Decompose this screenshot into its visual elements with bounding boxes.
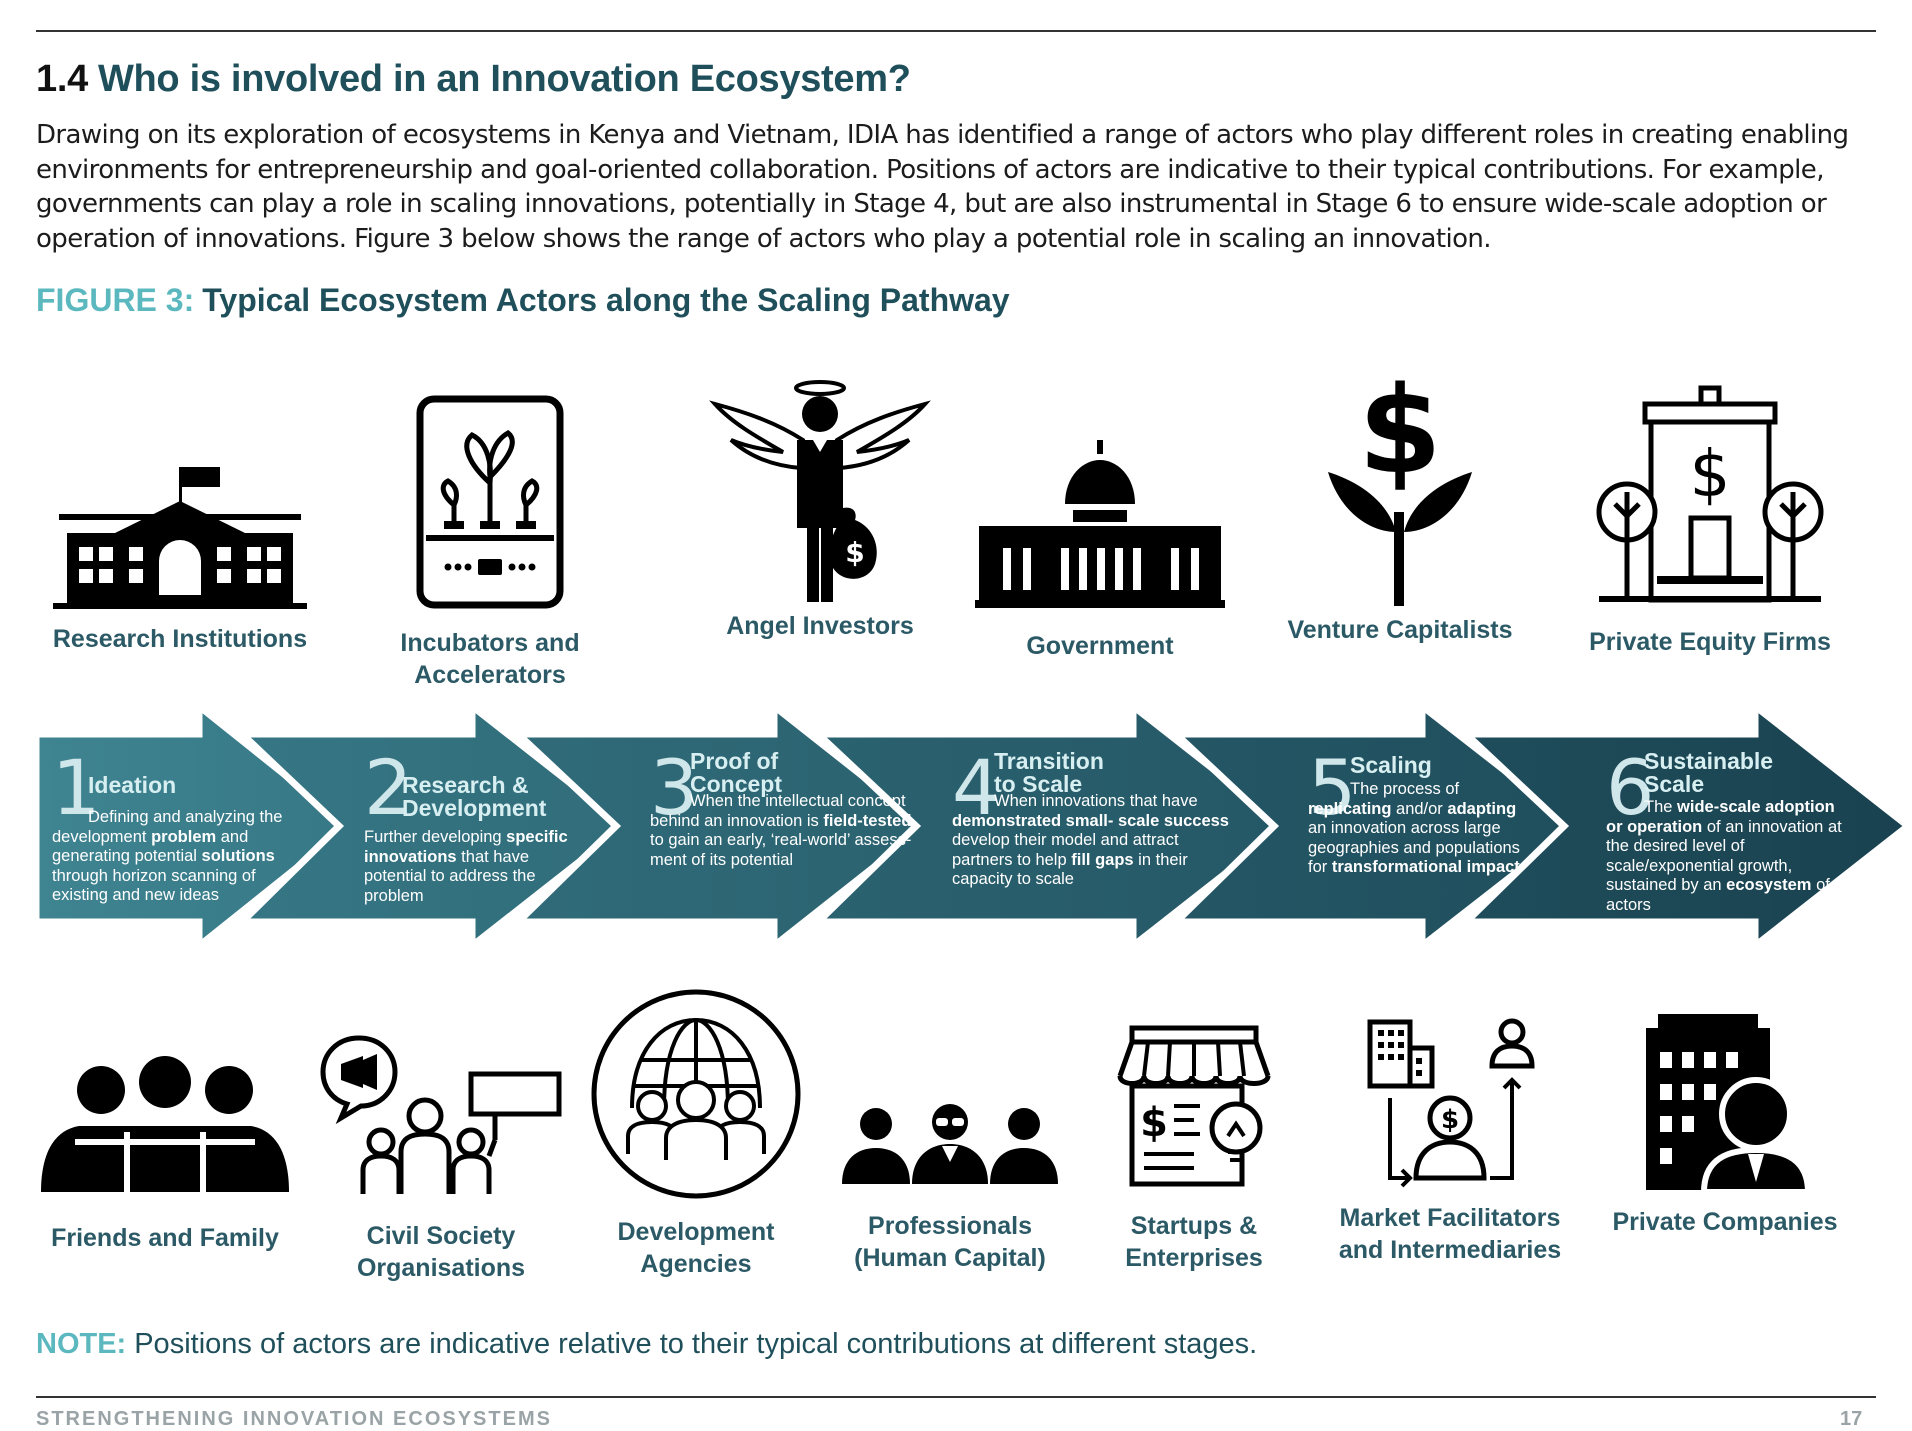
stage-description: When innovations that have demonstrated … (952, 792, 1229, 888)
actor-professionals: Professionals (Human Capital) (820, 1104, 1080, 1274)
stage-number: 2 (364, 743, 413, 832)
actor-startups: $ Startups & Enterprises (1084, 1024, 1304, 1274)
section-number: 1.4 (36, 58, 88, 100)
office-businessman-icon (1646, 1014, 1810, 1194)
stage-arrow-5 (1167, 706, 1582, 950)
actor-private-companies: Private Companies (1600, 1014, 1850, 1238)
stage-description: The wide-scale adoption or operation of … (1606, 798, 1842, 914)
actor-label: Research Institutions (52, 625, 308, 653)
actor-label: Government (1026, 632, 1174, 660)
stage-description: The process of replicating and/or adapti… (1308, 780, 1520, 876)
svg-text:$: $ (845, 536, 864, 569)
actor-research-institutions: Research Institutions (30, 375, 330, 655)
svg-text:$: $ (1441, 1105, 1459, 1135)
actor-government: Government (960, 440, 1240, 662)
stage-number: 1 (52, 743, 101, 832)
stage-title: Scaling (1350, 752, 1432, 778)
actor-angel-investors: $ Angel Investors (680, 378, 960, 642)
intermediary-icon: $ (1367, 1018, 1535, 1188)
incubator-icon (416, 395, 564, 609)
figure-label: FIGURE 3: (36, 282, 195, 318)
note-label: NOTE: (36, 1328, 127, 1360)
stage-number: 6 (1606, 743, 1655, 832)
actor-label: Friends and Family (51, 1224, 279, 1252)
section-title: Who is involved in an Innovation Ecosyst… (97, 58, 911, 100)
storefront-icon: $ (1117, 1025, 1271, 1187)
actor-market-facilitators: $ Market Facilitators and Intermediaries (1320, 1018, 1580, 1266)
actor-venture-capitalists: $ Venture Capitalists (1260, 372, 1540, 646)
svg-text:$: $ (1140, 1100, 1168, 1146)
svg-text:$: $ (1690, 438, 1731, 512)
family-group-icon (41, 1056, 289, 1192)
stage-arrow-2 (233, 706, 631, 950)
intro-paragraph: Drawing on its exploration of ecosystems… (36, 120, 1849, 254)
stage-title: Sustainable Scale (1644, 748, 1774, 797)
civil-society-icon (320, 1035, 562, 1194)
capitol-building-icon (975, 440, 1225, 608)
actor-label: Market Facilitators and Intermediaries (1338, 1204, 1562, 1264)
stage-number: 5 (1308, 743, 1357, 832)
stage-title: Ideation (88, 772, 177, 798)
actor-civil-society: Civil Society Organisations (316, 1030, 566, 1284)
stage-description: When the intellectual concept behind an … (650, 792, 912, 869)
top-rule (36, 30, 1876, 32)
page-number: 17 (1840, 1408, 1863, 1430)
actor-private-equity: $ Private Equity Firms (1560, 384, 1860, 658)
stage-number: 3 (650, 743, 699, 832)
bottom-rule (36, 1396, 1876, 1398)
professionals-icon (842, 1104, 1058, 1184)
actor-development-agencies: Development Agencies (566, 988, 826, 1280)
actor-label: Startups & Enterprises (1125, 1212, 1263, 1272)
actor-label: Angel Investors (726, 612, 914, 640)
actor-label: Venture Capitalists (1287, 616, 1513, 644)
figure-caption: Typical Ecosystem Actors along the Scali… (202, 282, 1010, 318)
actor-label: Private Companies (1612, 1208, 1838, 1236)
actor-label: Development Agencies (617, 1218, 775, 1278)
stage-title: Research & Development (402, 772, 547, 821)
actor-label: Incubators and Accelerators (400, 629, 580, 689)
actor-label: Professionals (Human Capital) (854, 1212, 1046, 1272)
figure-title: FIGURE 3:Typical Ecosystem Actors along … (36, 282, 1010, 319)
dollar-plant-icon: $ (1328, 372, 1472, 606)
stage-title: Transition to Scale (994, 748, 1104, 797)
actor-label: Civil Society Organisations (356, 1222, 526, 1282)
pathway-arrows (36, 706, 1912, 950)
stage-description: Defining and analyzing the development p… (52, 808, 283, 904)
stage-description: Further developing specific innovations … (364, 828, 568, 905)
figure-note: NOTE:Positions of actors are indicative … (36, 1328, 1257, 1361)
actor-label: Private Equity Firms (1589, 628, 1831, 656)
globe-people-icon (591, 989, 801, 1199)
stage-arrow-6 (1457, 706, 1912, 950)
stage-number: 4 (952, 743, 1001, 832)
actor-incubators: Incubators and Accelerators (350, 395, 630, 691)
stage-title: Proof of Concept (690, 748, 782, 797)
note-text: Positions of actors are indicative relat… (134, 1328, 1258, 1360)
stage-arrow-3 (509, 706, 932, 950)
actor-friends-family: Friends and Family (20, 1056, 310, 1254)
angel-investor-icon: $ (709, 380, 931, 602)
bank-building-icon: $ (1596, 385, 1824, 603)
university-building-icon (53, 467, 307, 609)
footer-text: STRENGTHENING INNOVATION ECOSYSTEMS (36, 1408, 552, 1430)
stage-arrow-4 (809, 706, 1292, 950)
svg-text:$: $ (1358, 372, 1442, 501)
